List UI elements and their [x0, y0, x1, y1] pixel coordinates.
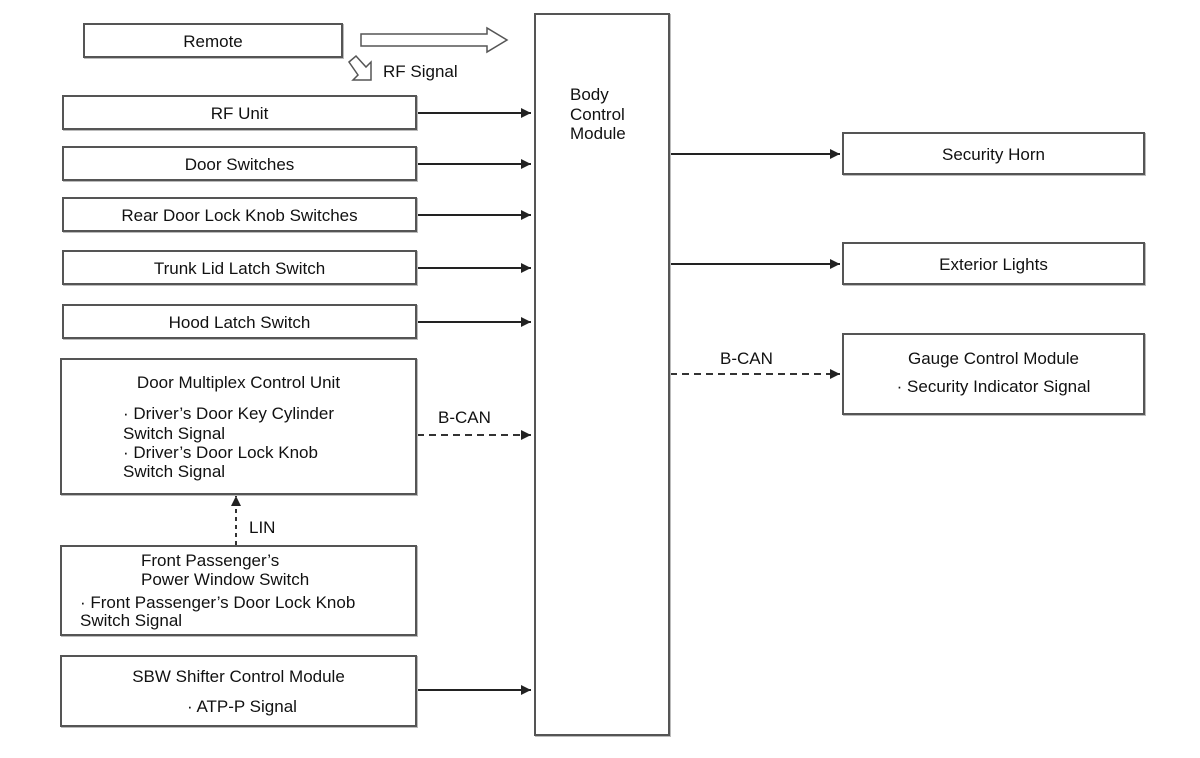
door-multiplex-signal-1-line-2: Switch Signal [123, 424, 226, 443]
remote-to-bcm-hollow-arrow [360, 26, 509, 54]
security-horn-box: Security Horn [842, 132, 1145, 175]
exterior-lights-box: Exterior Lights [842, 242, 1145, 285]
rear-door-lock-knob-box: Rear Door Lock Knob Switches [62, 197, 417, 232]
door-switches-box: Door Switches [62, 146, 417, 181]
lin-label: LIN [249, 518, 276, 537]
remote-to-rf-unit-hollow-arrow [347, 54, 372, 81]
sbw-box: SBW Shifter Control Module · ATP-P Signa… [60, 655, 417, 727]
front-passenger-signal-line-1: · Front Passenger’s Door Lock Knob [80, 593, 356, 612]
hood-latch-box: Hood Latch Switch [62, 304, 417, 339]
rf-unit-label: RF Unit [210, 104, 269, 123]
door-multiplex-signal-1-line-1: · Driver’s Door Key Cylinder [123, 404, 334, 423]
gauge-bcan-label: B-CAN [720, 349, 773, 368]
bcm-label-line-3: Module [570, 124, 626, 143]
front-passenger-box: Front Passenger’s Power Window Switch · … [60, 545, 417, 636]
bcm-box: Body Control Module [534, 13, 670, 736]
exterior-lights-label: Exterior Lights [939, 255, 1048, 274]
rf-signal-label: RF Signal [383, 62, 458, 81]
sbw-signal: · ATP-P Signal [187, 697, 297, 716]
door-multiplex-signal-2-line-1: · Driver’s Door Lock Knob [123, 443, 318, 462]
gauge-control-module-box: Gauge Control Module · Security Indicato… [842, 333, 1145, 415]
sbw-title: SBW Shifter Control Module [132, 667, 345, 686]
remote-label: Remote [183, 32, 243, 51]
door-switches-label: Door Switches [184, 155, 295, 174]
front-passenger-title-line-1: Front Passenger’s [141, 551, 280, 570]
security-horn-label: Security Horn [942, 145, 1045, 164]
rf-unit-box: RF Unit [62, 95, 417, 130]
hood-latch-label: Hood Latch Switch [168, 313, 311, 332]
bcm-label-line-1: Body [570, 85, 609, 104]
gauge-control-module-title: Gauge Control Module [907, 349, 1080, 368]
door-multiplex-signal-2-line-2: Switch Signal [123, 462, 226, 481]
door-multiplex-box: Door Multiplex Control Unit · Driver’s D… [60, 358, 417, 495]
rear-door-lock-knob-label: Rear Door Lock Knob Switches [121, 206, 358, 225]
front-passenger-title-line-2: Power Window Switch [141, 570, 310, 589]
front-passenger-signal-line-2: Switch Signal [80, 611, 183, 630]
door-multiplex-bcan-label: B-CAN [438, 408, 491, 427]
gauge-security-indicator-signal: · Security Indicator Signal [896, 377, 1091, 396]
trunk-lid-latch-label: Trunk Lid Latch Switch [153, 259, 326, 278]
bcm-label-line-2: Control [570, 105, 625, 124]
remote-box: Remote [83, 23, 343, 58]
trunk-lid-latch-box: Trunk Lid Latch Switch [62, 250, 417, 285]
door-multiplex-title: Door Multiplex Control Unit [136, 373, 341, 392]
